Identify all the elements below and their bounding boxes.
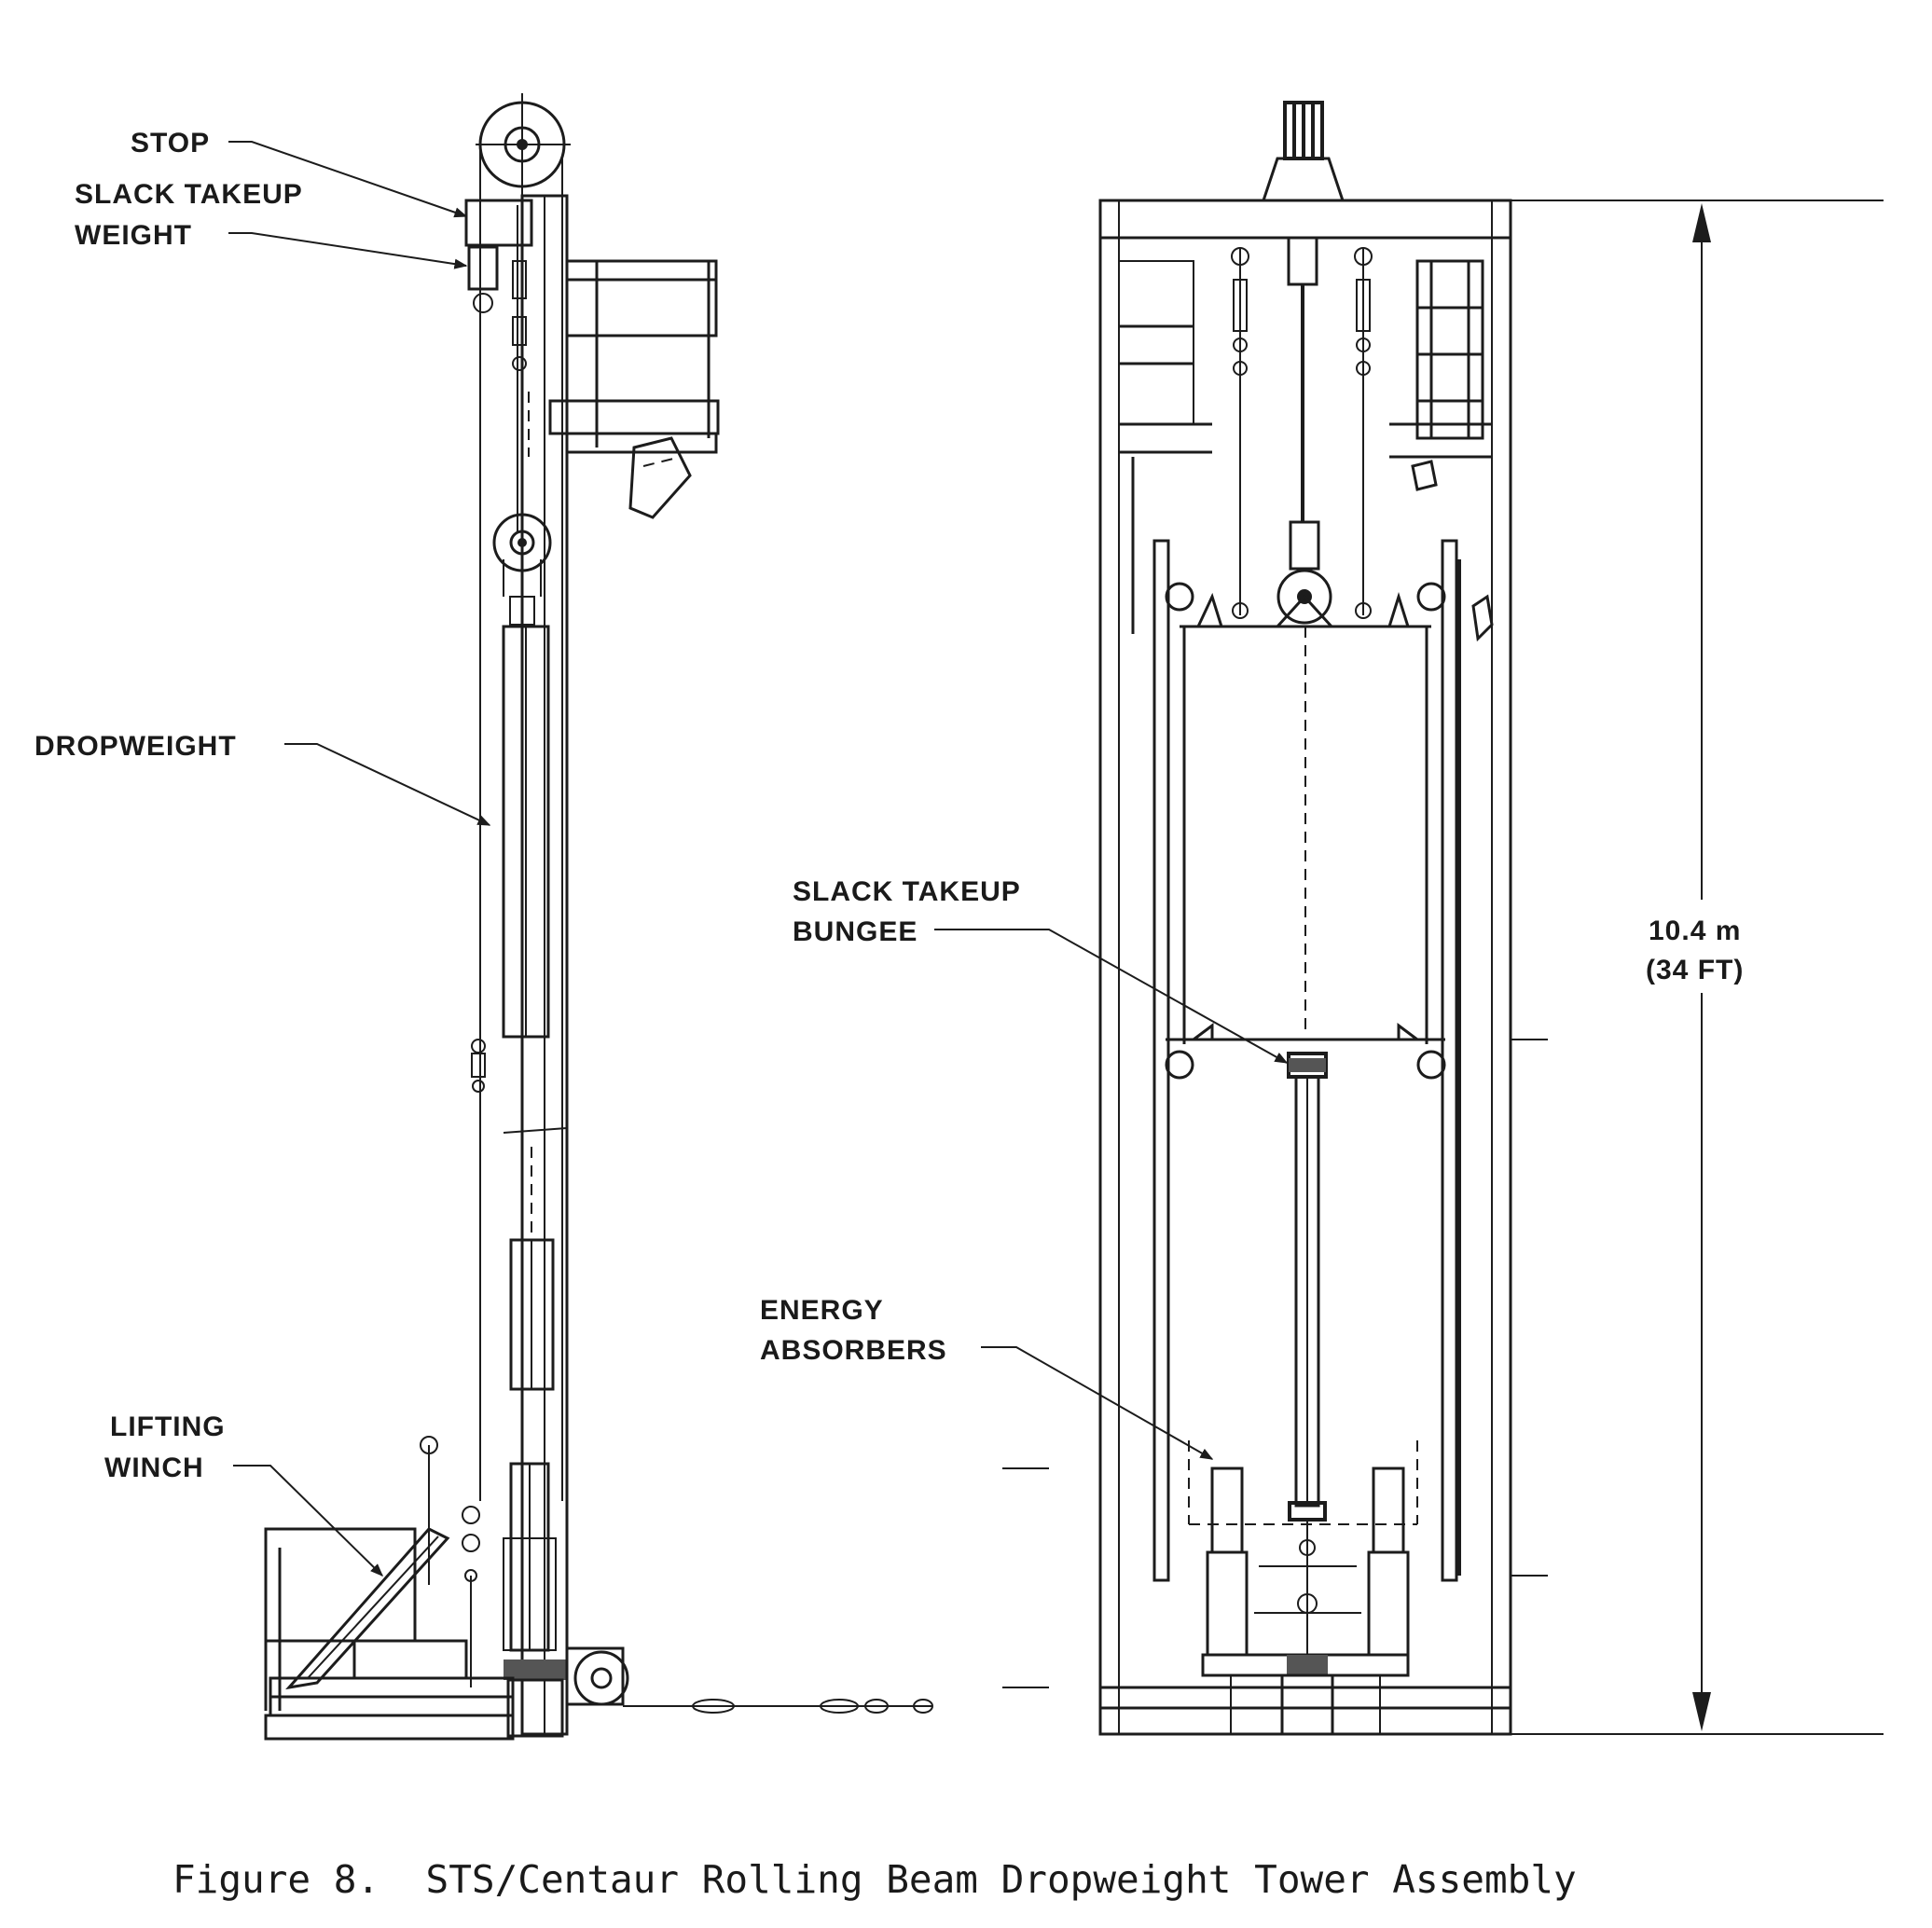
front-upper-left-rail — [1118, 260, 1212, 634]
lower-crossbar — [1165, 1023, 1446, 1080]
callout-labels: STOP SLACK TAKEUP WEIGHT DROPWEIGHT LIFT… — [34, 128, 1744, 1483]
label-slack-takeup-bungee-line1: SLACK TAKEUP — [793, 876, 1021, 907]
label-slack-takeup-bungee-line2: BUNGEE — [793, 916, 918, 947]
upper-turnbuckles — [512, 260, 530, 457]
stop-block — [464, 199, 533, 247]
height-dimension — [1511, 200, 1884, 1735]
label-stop: STOP — [131, 128, 210, 158]
figure-caption: Figure 8. STS/Centaur Rolling Beam Dropw… — [172, 1857, 1577, 1902]
side-base — [503, 1462, 933, 1738]
label-lifting-winch-line2: WINCH — [104, 1453, 204, 1483]
upper-platform — [548, 259, 720, 519]
label-slack-takeup-weight-line2: WEIGHT — [75, 220, 192, 251]
energy-absorbers — [1188, 1440, 1418, 1659]
slack-takeup-weight — [467, 245, 499, 291]
front-view — [1002, 101, 1548, 1736]
label-slack-takeup-weight-line1: SLACK TAKEUP — [75, 179, 303, 210]
label-energy-absorbers-line2: ABSORBERS — [760, 1335, 947, 1366]
top-sheave — [476, 93, 571, 198]
front-top-head — [1261, 101, 1346, 625]
slack-takeup-bungee — [1287, 1052, 1328, 1522]
label-height-imperial: (34 FT) — [1646, 955, 1744, 985]
side-view — [264, 93, 933, 1741]
label-energy-absorbers-line1: ENERGY — [760, 1295, 884, 1326]
leader-lines — [228, 141, 1289, 1577]
lifting-winch-frame — [264, 1436, 515, 1741]
label-height-metric: 10.4 m — [1649, 916, 1741, 946]
label-dropweight: DROPWEIGHT — [34, 731, 237, 762]
suspension-rods — [1231, 247, 1373, 619]
front-upper-right-ladder — [1389, 259, 1492, 491]
lower-sheave — [492, 513, 552, 626]
cable-fitting — [471, 1039, 486, 1093]
label-lifting-winch-line1: LIFTING — [110, 1412, 226, 1442]
front-base — [1100, 1653, 1511, 1736]
